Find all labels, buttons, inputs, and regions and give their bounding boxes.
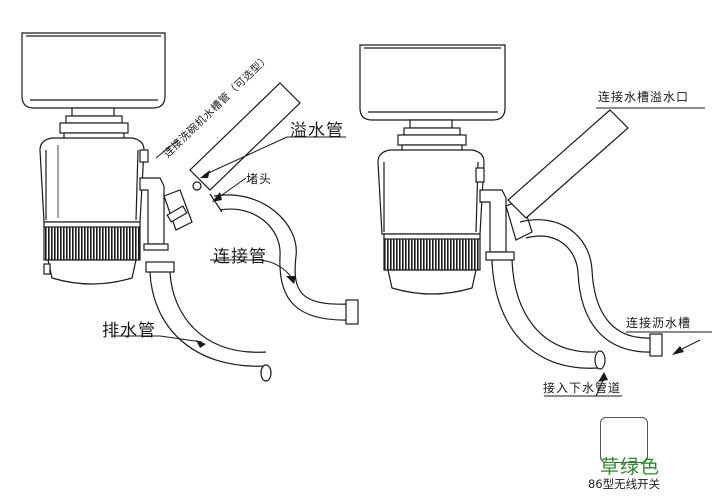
arrow-icon: [286, 276, 296, 284]
right-motor-body: [377, 149, 485, 235]
arrow-icon: [200, 170, 210, 178]
left-sink-bowl: [21, 32, 166, 109]
left-motor-body: [39, 137, 145, 223]
right-sink-bowl: [359, 44, 506, 121]
watermark-brand: 草绿色: [600, 456, 661, 478]
right-drain-pipe: [491, 259, 606, 370]
label-sewer: 接入下水管道: [543, 381, 622, 395]
right-disposer-unit: [359, 44, 533, 295]
arrow-heads: [196, 170, 684, 382]
left-flange: [71, 107, 115, 117]
left-knurl-band: [43, 225, 141, 261]
label-connector-pipe: 连接管: [213, 247, 267, 267]
arrow-icon: [598, 372, 608, 382]
left-disposer-unit: [21, 32, 193, 285]
right-knurl-band: [383, 237, 481, 271]
right-overflow-tube: [507, 109, 629, 219]
label-overflow-pipe: 溢水管: [290, 121, 344, 141]
arrow-icon: [672, 346, 684, 355]
left-overflow-tube: [189, 82, 301, 191]
left-drain-pipe: [145, 261, 272, 382]
left-leaders: [112, 136, 346, 343]
label-plug: 堵头: [246, 172, 273, 186]
label-drain-basket: 连接沥水槽: [626, 316, 692, 330]
arrow-icon: [196, 340, 206, 348]
arrow-icon: [212, 192, 222, 202]
watermark-caption: 86型无线开关: [588, 477, 661, 491]
right-basket-pipe: [519, 219, 663, 357]
switch-icon: [600, 417, 648, 463]
label-drain-pipe: 排水管: [102, 321, 156, 341]
label-sink-overflow: 连接水槽溢水口: [598, 90, 690, 104]
plug-icon: [192, 181, 202, 191]
left-connector-pipe: [209, 193, 359, 325]
